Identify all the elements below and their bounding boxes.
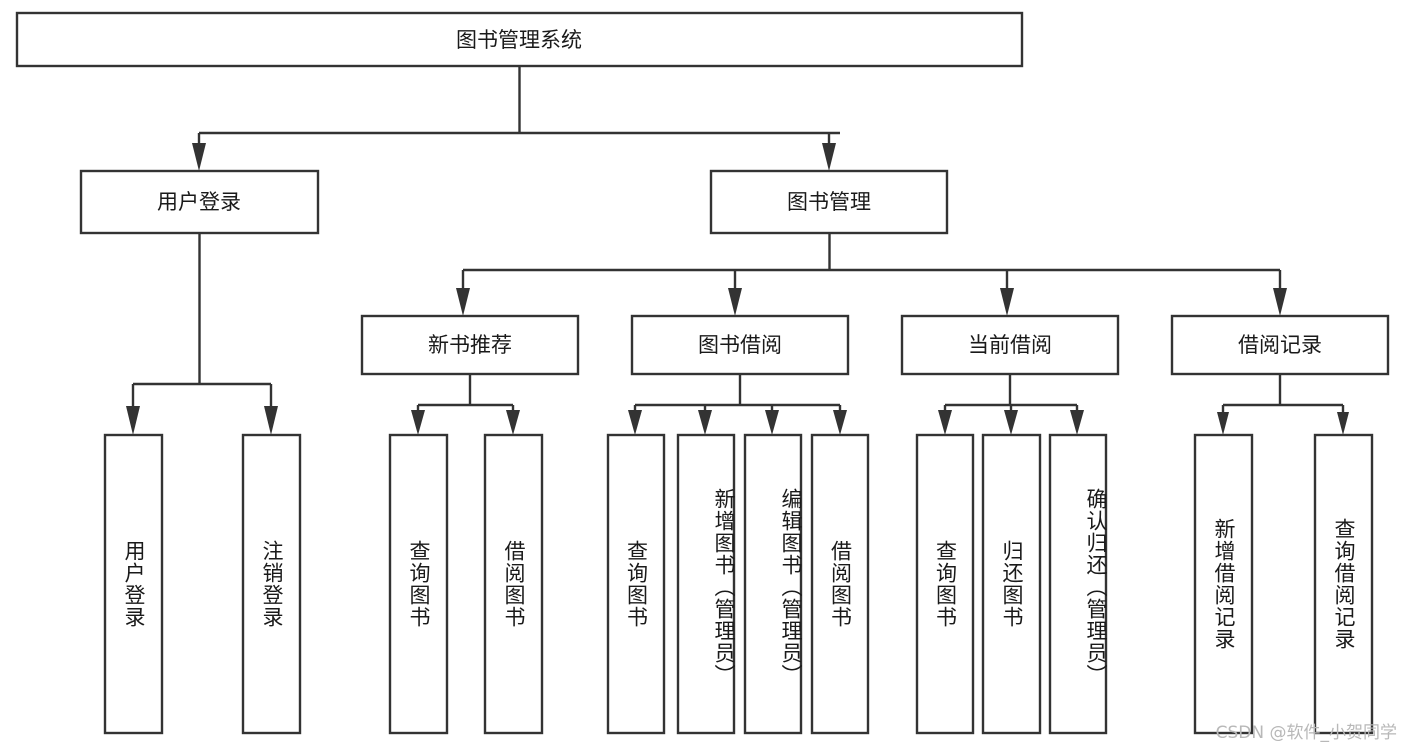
leaf-query-book-borrow[interactable] bbox=[606, 433, 666, 735]
leaf-edit-book-admin[interactable] bbox=[743, 433, 803, 735]
node-new-book-recommend-label: 新书推荐 bbox=[428, 333, 512, 357]
arrow-head-icon bbox=[456, 288, 470, 316]
node-new-book-recommend[interactable] bbox=[360, 314, 580, 376]
leaf-query-borrow-record[interactable] bbox=[1313, 433, 1374, 735]
arrow-head-icon bbox=[938, 410, 952, 435]
leaf-query-book-recommend[interactable] bbox=[388, 433, 449, 735]
arrow-head-icon bbox=[1337, 412, 1349, 435]
leaf-borrow-book[interactable] bbox=[810, 433, 870, 735]
arrow-head-icon bbox=[1217, 412, 1229, 435]
node-current-borrow-label: 当前借阅 bbox=[968, 333, 1052, 357]
arrow-head-icon bbox=[264, 406, 278, 435]
node-borrow-record-label: 借阅记录 bbox=[1238, 333, 1322, 357]
arrow-head-icon bbox=[833, 410, 847, 435]
arrow-head-icon bbox=[628, 410, 642, 435]
arrow-head-icon bbox=[411, 410, 425, 435]
arrow-head-icon bbox=[765, 410, 779, 435]
node-borrow-record[interactable] bbox=[1170, 314, 1390, 376]
node-root-label: 图书管理系统 bbox=[456, 28, 582, 52]
node-layer: 图书管理系统 用户登录 图书管理 新书推荐 图书借阅 当前借阅 借阅记录 bbox=[15, 11, 1390, 735]
leaf-add-borrow-record[interactable] bbox=[1193, 433, 1254, 735]
arrow-head-icon bbox=[126, 406, 140, 435]
leaf-borrow-book-recommend[interactable] bbox=[483, 433, 544, 735]
node-root-system[interactable] bbox=[15, 11, 1024, 68]
arrow-head-icon bbox=[1000, 288, 1014, 316]
leaf-add-book-admin[interactable] bbox=[676, 433, 736, 735]
arrow-head-icon bbox=[822, 143, 836, 171]
node-book-borrow-label: 图书借阅 bbox=[698, 333, 782, 357]
node-current-borrow[interactable] bbox=[900, 314, 1120, 376]
node-user-login-label: 用户登录 bbox=[157, 190, 241, 214]
arrow-head-icon bbox=[728, 288, 742, 316]
arrow-head-icon bbox=[1004, 410, 1018, 435]
leaf-query-book-current[interactable] bbox=[915, 433, 975, 735]
arrow-head-icon bbox=[506, 410, 520, 435]
node-book-management[interactable] bbox=[709, 169, 949, 235]
connector-layer bbox=[126, 66, 1349, 435]
arrow-head-icon bbox=[1070, 410, 1084, 435]
csdn-watermark: CSDN @软件_小贺同学 bbox=[1215, 723, 1397, 743]
leaf-return-book[interactable] bbox=[981, 433, 1042, 735]
node-book-borrow[interactable] bbox=[630, 314, 850, 376]
arrow-head-icon bbox=[698, 410, 712, 435]
leaf-user-login[interactable] bbox=[103, 433, 164, 735]
leaf-confirm-return-admin[interactable] bbox=[1048, 433, 1108, 735]
node-user-login[interactable] bbox=[79, 169, 320, 235]
node-book-management-label: 图书管理 bbox=[787, 190, 871, 214]
arrow-head-icon bbox=[1273, 288, 1287, 316]
leaf-logout-login[interactable] bbox=[241, 433, 302, 735]
arrow-head-icon bbox=[192, 143, 206, 171]
